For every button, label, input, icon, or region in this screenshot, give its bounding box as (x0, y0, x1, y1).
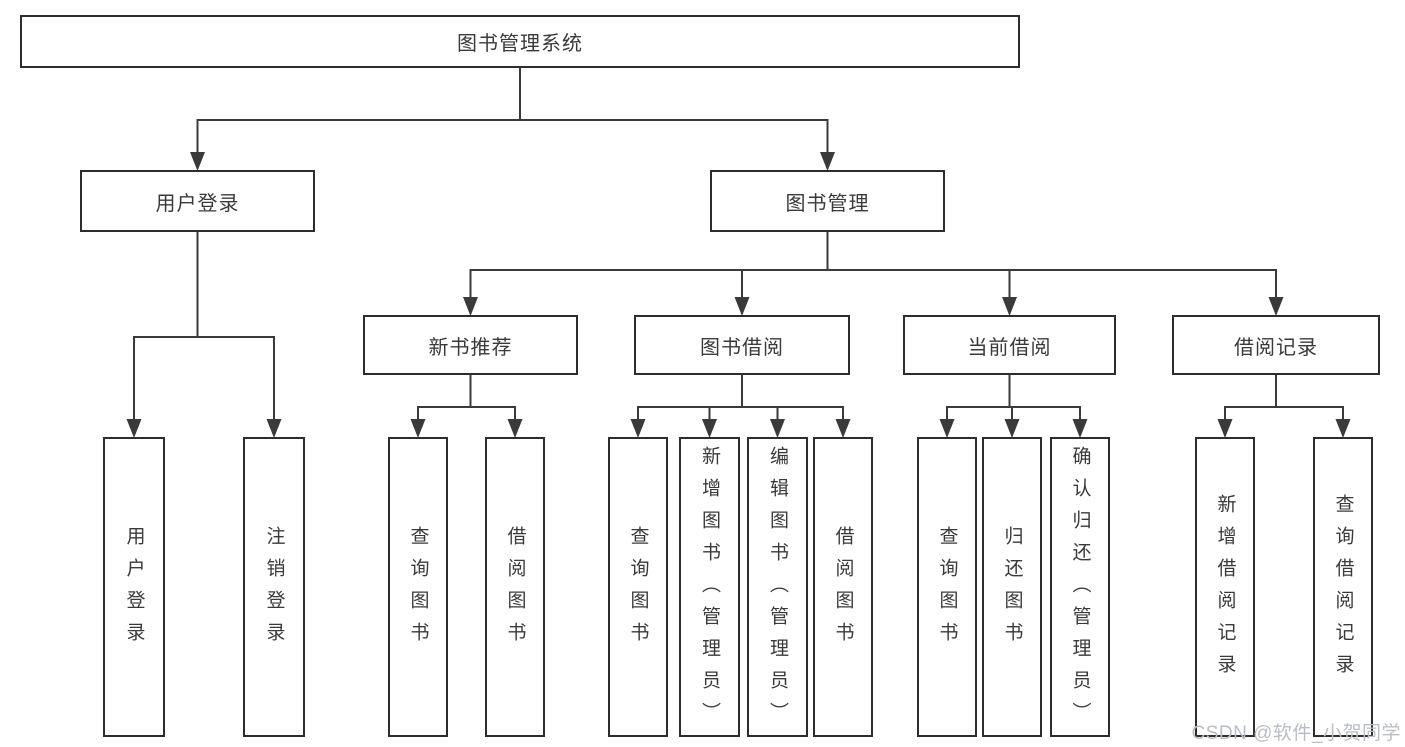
node-book-borrow: 图书借阅 (634, 315, 850, 375)
watermark: CSDN @软件_小贺同学 (1191, 723, 1401, 744)
node-label: 查询借阅记录 (1332, 494, 1354, 686)
node-label: 查询图书 (936, 526, 958, 654)
node-label: 借阅图书 (504, 526, 526, 654)
node-label: 归还图书 (1001, 526, 1023, 654)
arrowhead (1002, 297, 1017, 316)
node-leaf-cb-return: 归还图书 (982, 437, 1042, 737)
node-user-login: 用户登录 (80, 170, 315, 232)
arrowhead (770, 419, 785, 438)
node-label: 借阅图书 (832, 526, 854, 654)
arrowhead (1335, 419, 1351, 438)
node-leaf-logout: 注销登录 (243, 437, 305, 737)
node-label: 用户登录 (123, 526, 145, 654)
arrowhead (939, 419, 955, 438)
arrowhead (507, 419, 523, 438)
node-borrow-records: 借阅记录 (1172, 315, 1380, 375)
node-label: 用户登录 (155, 192, 240, 215)
node-leaf-cb-query: 查询图书 (917, 437, 977, 737)
node-root: 图书管理系统 (20, 15, 1020, 68)
arrowhead (1072, 419, 1088, 438)
node-label: 注销登录 (263, 526, 285, 654)
arrowhead (410, 419, 426, 438)
node-leaf-bb-edit: 编辑图书（管理员） (747, 437, 808, 737)
arrowhead (1268, 297, 1284, 316)
arrowhead (1004, 419, 1020, 438)
node-label: 编辑图书（管理员） (767, 446, 788, 734)
node-label: 确认归还（管理员） (1069, 446, 1091, 734)
arrowhead (266, 419, 282, 438)
node-leaf-bb-add: 新增图书（管理员） (679, 437, 740, 737)
arrowhead (190, 152, 205, 171)
node-leaf-user-login: 用户登录 (103, 437, 165, 737)
node-leaf-nbr-query: 查询图书 (388, 437, 448, 737)
node-leaf-br-query: 查询借阅记录 (1313, 437, 1373, 737)
node-leaf-br-add: 新增借阅记录 (1195, 437, 1255, 737)
node-leaf-cb-confirm: 确认归还（管理员） (1050, 437, 1110, 737)
arrowhead (126, 419, 142, 438)
node-leaf-nbr-borrow: 借阅图书 (485, 437, 545, 737)
node-label: 新书推荐 (428, 336, 513, 359)
node-leaf-bb-query: 查询图书 (608, 437, 668, 737)
arrowhead (734, 297, 750, 316)
arrowhead (463, 297, 478, 316)
node-label: 图书借阅 (700, 336, 784, 359)
arrowhead (702, 419, 717, 438)
node-leaf-bb-borrow: 借阅图书 (813, 437, 873, 737)
arrowhead (835, 419, 851, 438)
arrowhead (630, 419, 646, 438)
node-current-borrow: 当前借阅 (903, 315, 1116, 375)
node-label: 新增图书（管理员） (699, 446, 720, 734)
arrowhead (820, 152, 835, 171)
node-label: 查询图书 (407, 526, 429, 654)
node-book-mgmt: 图书管理 (710, 170, 945, 232)
node-label: 借阅记录 (1234, 336, 1318, 359)
node-new-book-rec: 新书推荐 (363, 315, 578, 375)
arrowhead (1217, 419, 1233, 438)
node-label: 图书管理系统 (457, 33, 583, 55)
node-label: 查询图书 (627, 526, 649, 654)
node-label: 图书管理 (785, 192, 870, 215)
node-label: 新增借阅记录 (1214, 494, 1236, 686)
node-label: 当前借阅 (967, 336, 1052, 359)
